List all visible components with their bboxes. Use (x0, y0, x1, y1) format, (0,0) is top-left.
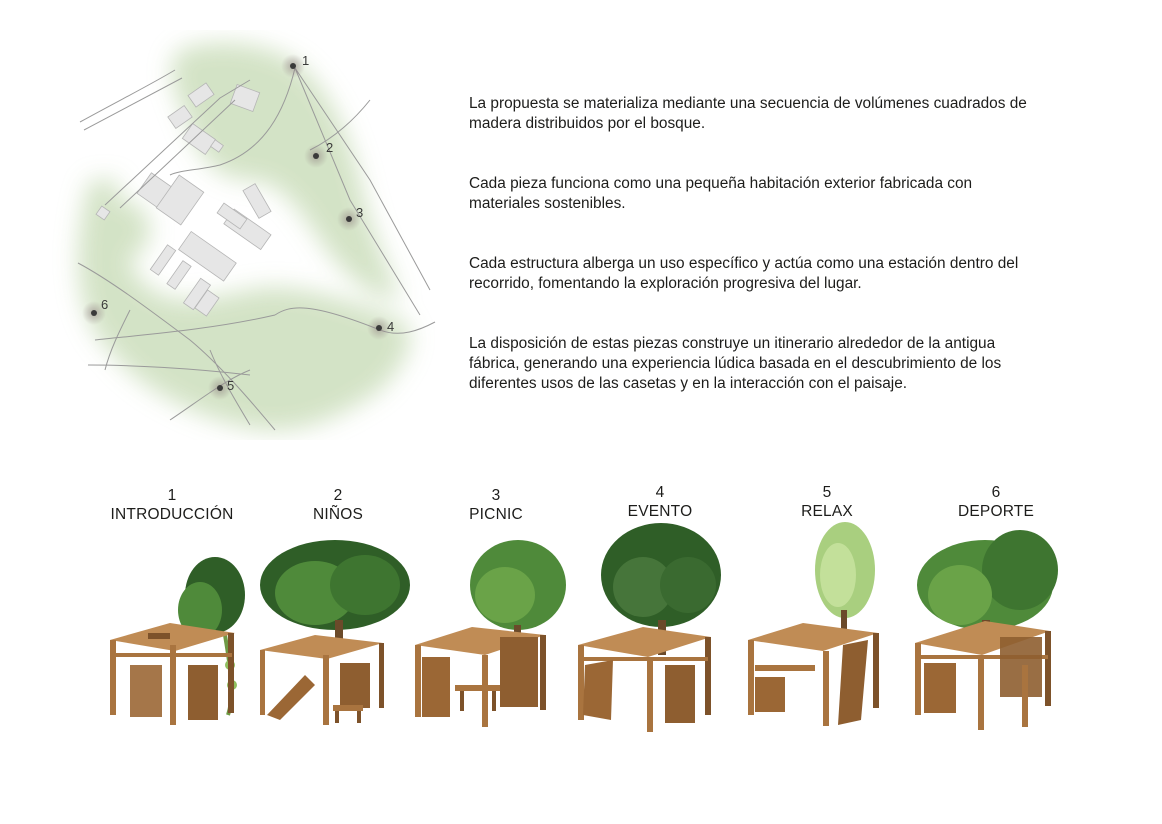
wooden-pavilion-icon (110, 623, 235, 725)
station-name: INTRODUCCIÓN (110, 506, 234, 523)
marker-4-label: 4 (387, 319, 394, 334)
station-3: 3 PICNIC (446, 486, 546, 524)
station-name: RELAX (801, 503, 853, 520)
paragraph-text: Cada pieza funciona como una pequeña hab… (469, 175, 973, 212)
station-2: 2 NIÑOS (288, 486, 388, 524)
pavilion-picnic-illustration (415, 540, 566, 727)
paragraph-text: La propuesta se materializa mediante una… (469, 95, 1027, 132)
marker-6-label: 6 (101, 297, 108, 312)
wooden-pavilion-icon (748, 623, 879, 726)
marker-2-label: 2 (326, 140, 333, 155)
marker-3-label: 3 (356, 205, 363, 220)
station-4: 4 EVENTO (610, 483, 710, 521)
marker-4: 4 (367, 316, 394, 340)
marker-1: 1 (281, 53, 309, 78)
marker-5: 5 (208, 376, 234, 400)
description-paragraph-1: La propuesta se materializa mediante una… (469, 94, 1045, 134)
description-paragraph-3: Cada estructura alberga un uso específic… (469, 254, 1045, 294)
site-map: 1 2 3 4 5 6 (77, 42, 436, 431)
station-number: 6 (991, 484, 1001, 501)
station-1: 1 INTRODUCCIÓN (102, 486, 242, 524)
station-5: 5 RELAX (777, 483, 877, 521)
station-6: 6 DEPORTE (936, 483, 1056, 521)
marker-5-label: 5 (227, 378, 234, 393)
buildings (95, 82, 272, 317)
tree-icon (178, 557, 245, 716)
tree-icon (260, 540, 410, 645)
paragraph-text: Cada estructura alberga un uso específic… (469, 255, 1019, 292)
marker-2: 2 (304, 140, 333, 168)
station-number: 3 (491, 487, 501, 504)
marker-6: 6 (82, 297, 108, 325)
station-number: 5 (822, 484, 832, 501)
station-name: DEPORTE (957, 503, 1035, 520)
tree-icon (601, 523, 721, 655)
pavilion-evento-illustration (578, 523, 721, 732)
pavilion-introduccion-illustration (110, 557, 245, 725)
station-number: 1 (167, 487, 177, 504)
description-paragraph-4: La disposición de estas piezas construye… (469, 334, 1045, 394)
marker-3: 3 (337, 205, 363, 231)
pavilion-relax-illustration (748, 522, 879, 726)
station-number: 2 (333, 487, 343, 504)
wooden-pavilion-icon (915, 621, 1051, 730)
pavilion-deporte-illustration (915, 530, 1058, 730)
vegetation-area (78, 42, 411, 431)
pavilion-ninos-illustration (260, 540, 410, 725)
station-name: NIÑOS (312, 506, 364, 523)
station-name: EVENTO (627, 503, 693, 520)
paragraph-text: La disposición de estas piezas construye… (469, 335, 1002, 392)
station-name: PICNIC (469, 506, 523, 523)
wooden-pavilion-icon (415, 627, 546, 727)
tree-icon (815, 522, 875, 640)
wooden-pavilion-icon (260, 635, 384, 725)
tree-icon (917, 530, 1058, 645)
station-number: 4 (655, 484, 665, 501)
wooden-pavilion-icon (578, 627, 711, 732)
station-markers: 1 2 3 4 5 6 (82, 53, 394, 400)
description-paragraph-2: Cada pieza funciona como una pequeña hab… (469, 174, 1045, 214)
marker-1-label: 1 (302, 53, 309, 68)
